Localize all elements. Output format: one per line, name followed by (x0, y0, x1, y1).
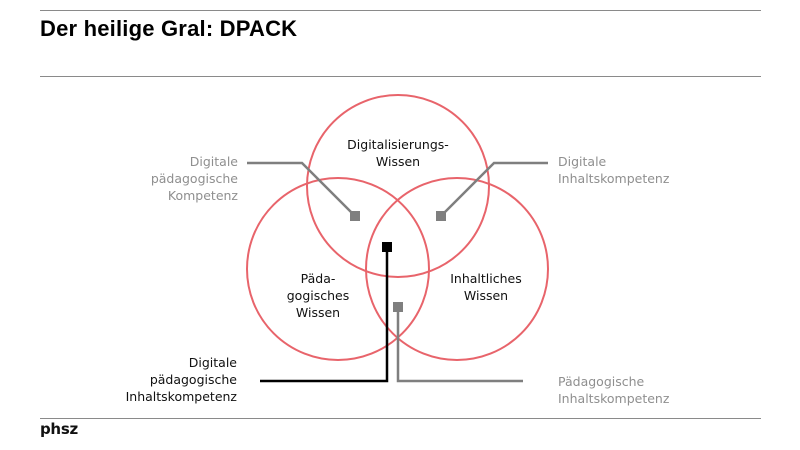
connector-dpack (260, 247, 389, 383)
page-title: Der heilige Gral: DPACK (40, 16, 298, 41)
header-rule (40, 76, 761, 77)
callout-paedagogische-inhaltskompetenz: Pädagogische Inhaltskompetenz (558, 373, 669, 407)
label-line: Wissen (463, 288, 509, 303)
label-line: Digitale (189, 154, 238, 169)
label-line: Wissen (375, 154, 421, 169)
callout-digitale-paedagogische-inhaltskompetenz: Digitale pädagogische Inhaltskompetenz (97, 354, 237, 405)
footer-rule (40, 418, 761, 419)
marker-digitale-paedagogische-kompetenz (350, 211, 360, 221)
marker-dpack (382, 242, 392, 252)
label-line: Päda- (300, 271, 336, 286)
connector-paedagogische-inhaltskompetenz (396, 307, 523, 383)
connector-digitale-inhaltskompetenz (440, 161, 548, 217)
label-line: Digitale (558, 154, 607, 169)
label-line: Wissen (295, 305, 341, 320)
label-inhaltliches-wissen: Inhaltliches Wissen (436, 270, 536, 304)
label-line: gogisches (286, 288, 350, 303)
label-line: Pädagogische (558, 374, 645, 389)
label-digitalisierungs-wissen: Digitalisierungs- Wissen (338, 136, 458, 170)
label-line: Inhaltskompetenz (558, 171, 670, 186)
label-paedagogisches-wissen: Päda- gogisches Wissen (278, 270, 358, 321)
callout-digitale-paedagogische-kompetenz: Digitale pädagogische Kompetenz (118, 153, 238, 204)
label-line: Inhaltliches (450, 271, 522, 286)
phsz-logo: phsz (40, 420, 78, 438)
callout-digitale-inhaltskompetenz: Digitale Inhaltskompetenz (558, 153, 669, 187)
circle-digitalisierungs-wissen (306, 94, 490, 278)
label-line: Inhaltskompetenz (125, 389, 237, 404)
label-line: Digitalisierungs- (347, 137, 449, 152)
top-rule (40, 10, 761, 11)
label-line: pädagogische (149, 372, 237, 387)
marker-digitale-inhaltskompetenz (436, 211, 446, 221)
circle-paedagogisches-wissen (246, 177, 430, 361)
marker-paedagogische-inhaltskompetenz (393, 302, 403, 312)
label-line: Kompetenz (167, 188, 238, 203)
label-line: pädagogische (150, 171, 238, 186)
label-line: Digitale (188, 355, 237, 370)
connector-digitale-paedagogische-kompetenz (247, 161, 356, 217)
label-line: Inhaltskompetenz (558, 391, 670, 406)
circle-inhaltliches-wissen (365, 177, 549, 361)
